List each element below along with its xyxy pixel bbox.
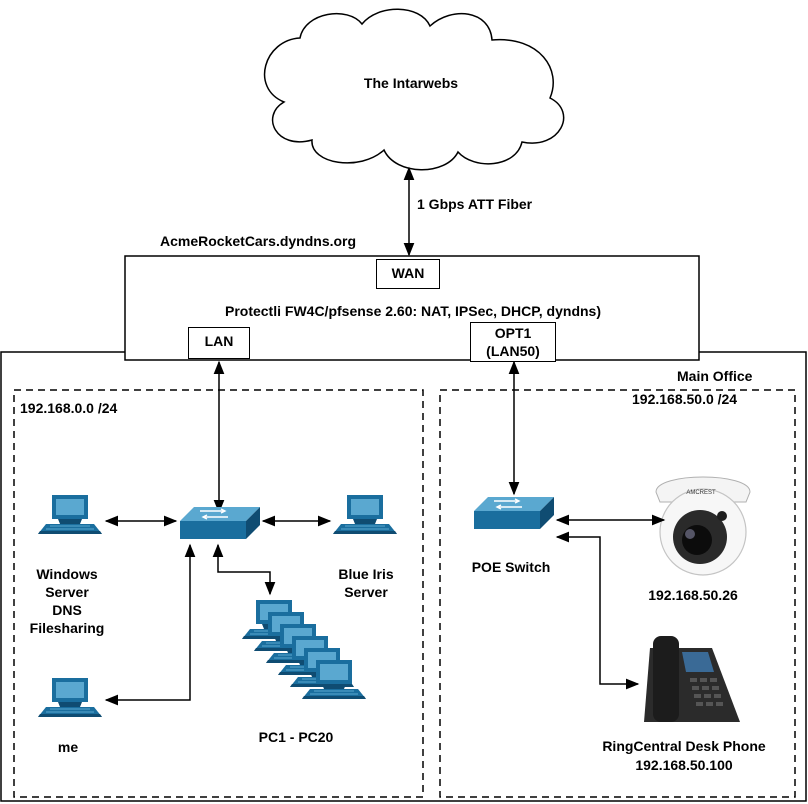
lan-subnet-label: 192.168.0.0 /24 — [20, 400, 118, 416]
opt1-port-sublabel: (LAN50) — [486, 343, 540, 359]
pc-group-icon — [241, 599, 367, 700]
lan50-subnet-label: 192.168.50.0 /24 — [632, 391, 738, 407]
ip-camera-icon: AMCREST — [655, 476, 751, 576]
windows-server-label-1: Windows — [36, 566, 98, 582]
link-pc-group — [212, 543, 276, 596]
lan-port-box — [188, 327, 250, 359]
windows-server-label-2: Server — [45, 584, 89, 600]
poe-switch-icon — [473, 496, 555, 530]
internet-cloud — [263, 8, 565, 171]
opt1-port-box — [470, 322, 556, 362]
lan50-zone-boundary — [439, 389, 796, 798]
firewall-hostname: AcmeRocketCars.dyndns.org — [160, 233, 357, 249]
camera-ip-label: 192.168.50.26 — [648, 587, 738, 603]
desk-phone-label: RingCentral Desk Phone — [602, 738, 766, 754]
me-label: me — [57, 739, 79, 755]
wan-link-label: 1 Gbps ATT Fiber — [417, 196, 533, 212]
windows-server-label-3: DNS — [52, 602, 82, 618]
blue-iris-label-2: Server — [344, 584, 388, 600]
link-desk-phone — [555, 531, 640, 690]
link-me — [104, 543, 196, 706]
poe-switch-label: POE Switch — [471, 559, 551, 575]
blue-iris-server-icon — [332, 494, 398, 535]
camera-brand-text: AMCREST — [686, 490, 716, 496]
wan-port-box — [376, 259, 440, 289]
windows-server-label-4: Filesharing — [29, 620, 105, 636]
lan-switch-icon — [179, 506, 261, 540]
opt1-port-label: OPT1 — [494, 325, 532, 341]
cloud-label: The Intarwebs — [363, 75, 459, 91]
firewall-description: Protectli FW4C/pfsense 2.60: NAT, IPSec,… — [224, 303, 602, 319]
desk-phone-icon — [644, 636, 740, 722]
pc-group-label: PC1 - PC20 — [258, 729, 334, 745]
me-workstation-icon — [37, 677, 103, 718]
windows-server-icon — [37, 494, 103, 535]
wan-port-label: WAN — [391, 265, 425, 281]
main-office-label: Main Office — [677, 368, 753, 384]
desk-phone-ip-label: 192.168.50.100 — [635, 757, 733, 773]
blue-iris-label-1: Blue Iris — [338, 566, 394, 582]
main-office-boundary — [0, 351, 807, 802]
lan-port-label: LAN — [204, 333, 234, 349]
